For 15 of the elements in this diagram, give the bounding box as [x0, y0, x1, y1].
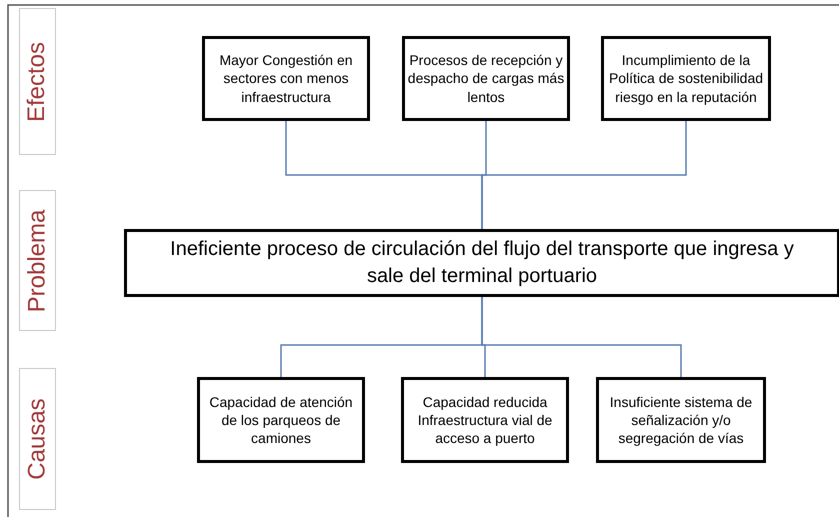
process-box: Insuficiente sistema de señalización y/o segregación de vías [596, 377, 766, 463]
process-box: Capacidad reducida Infraestructura vial de acceso a puerto [401, 377, 569, 463]
problem-box: Ineficiente proceso de circulación del flujo del transporte que ingresa y sale del terminal portuario [124, 229, 839, 297]
section-label-box [19, 368, 56, 510]
section-label-box [19, 190, 56, 331]
section-label: Efectos [24, 41, 52, 122]
section-label: Problema [24, 209, 52, 312]
process-box: Mayor Congestión en sectores con menos infraestructura [202, 36, 370, 121]
process-box: Procesos de recepción y despacho de cargas más lentos [402, 36, 570, 121]
section-label: Causas [24, 398, 52, 480]
connector-line [481, 121, 687, 229]
section-label-box [19, 8, 56, 155]
process-box: Capacidad de atención de los parqueos de camiones [197, 377, 365, 463]
process-box: Incumplimiento de la Política de sostenibilidad riesgo en la reputación [601, 36, 771, 121]
connector-line [481, 297, 682, 377]
